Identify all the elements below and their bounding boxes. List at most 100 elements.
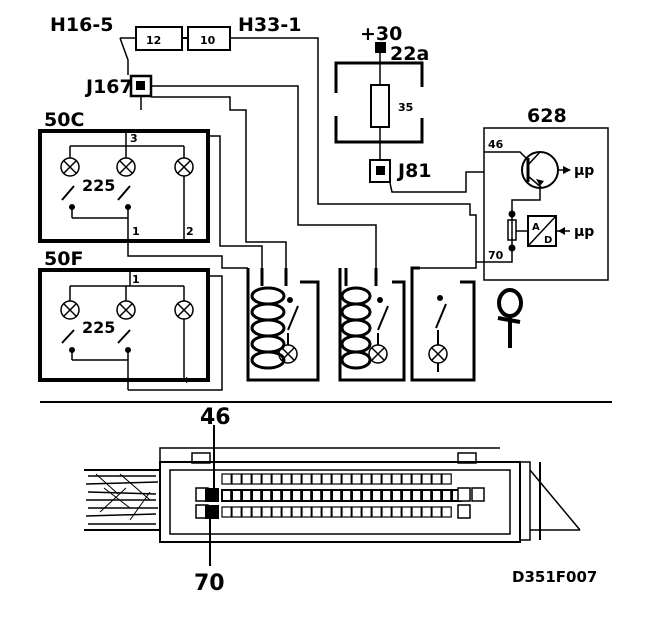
lamp-box-2 (368, 344, 388, 364)
connector-pin (441, 489, 453, 502)
connector-pin (381, 473, 392, 485)
connector-pin (441, 506, 452, 518)
connector-pin (391, 506, 402, 518)
coil-2 (340, 268, 378, 370)
label-pin-3: 3 (130, 132, 138, 145)
relay-box (334, 61, 425, 144)
connector-pin (261, 489, 273, 502)
connector-pin (251, 489, 263, 502)
lamp-50c-1 (60, 157, 80, 177)
connector-plug (84, 447, 581, 543)
pin-46-marker (205, 488, 219, 502)
connector-pin (341, 506, 352, 518)
label-pin-70: 70 (488, 249, 504, 262)
connector-pin (301, 473, 312, 485)
lamp-50f-1 (60, 300, 80, 320)
connector-pin (321, 473, 332, 485)
indicator-box-2 (338, 268, 406, 382)
lamp-50c-3 (174, 157, 194, 177)
label-ad-a: A (532, 222, 540, 233)
label-50c: 50C (44, 109, 84, 131)
indicator-box-1 (246, 268, 320, 382)
connector-pin (291, 489, 303, 502)
lamp-box-3 (428, 344, 448, 364)
connector-pin (231, 506, 242, 518)
label-plus30: +30 (360, 23, 402, 45)
connector-pin (431, 506, 442, 518)
connector-pin (221, 473, 232, 485)
connector-pin (351, 473, 362, 485)
connector-pin (241, 473, 252, 485)
label-pin-1-bottom: 1 (132, 273, 140, 286)
label-628: 628 (527, 105, 567, 127)
label-connector-70: 70 (194, 571, 225, 596)
connector-pin (431, 473, 442, 485)
connector-pin (271, 489, 283, 502)
label-j81: J81 (396, 160, 432, 182)
connector-pin (371, 506, 382, 518)
connector-pin (361, 489, 373, 502)
connector-guide-block (457, 504, 471, 519)
connector-pin (401, 473, 412, 485)
connector-pin (421, 473, 432, 485)
label-connector-46: 46 (200, 405, 231, 430)
connector-pin (261, 473, 272, 485)
connector-pin (321, 489, 333, 502)
connector-pin (271, 473, 282, 485)
connector-pin (351, 506, 362, 518)
label-pin-46: 46 (488, 138, 504, 151)
connector-pin (271, 506, 282, 518)
label-mu-p-1: µp (574, 163, 594, 179)
label-mu-p-2: µp (574, 224, 594, 240)
connector-pin (371, 473, 382, 485)
switch-50c-box (38, 129, 210, 243)
label-ref-code: D351F007 (512, 568, 597, 586)
indicator-box-3 (410, 266, 476, 382)
lamp-50c-2 (116, 157, 136, 177)
connector-pin (221, 489, 233, 502)
connector-pin (411, 473, 422, 485)
connector-pin (251, 506, 262, 518)
label-pin-1-top: 1 (132, 225, 140, 238)
connector-pin (401, 506, 412, 518)
connector-pin (341, 473, 352, 485)
connector-pin (241, 506, 252, 518)
label-pin-2: 2 (186, 225, 194, 238)
connector-pin (331, 489, 343, 502)
probe-symbol (497, 288, 523, 348)
connector-pin (321, 506, 332, 518)
connector-pin (301, 489, 313, 502)
connector-pin (311, 489, 323, 502)
connector-pin (381, 506, 392, 518)
j167-connector (129, 74, 153, 98)
connector-pin (411, 506, 422, 518)
label-h33-1: H33-1 (238, 14, 301, 36)
label-225-top: 225 (82, 176, 115, 195)
label-fuse-10: 10 (200, 34, 216, 47)
pin-22a-terminal (375, 42, 386, 53)
connector-pin (251, 473, 262, 485)
j81-connector (369, 159, 391, 183)
connector-pin (371, 489, 383, 502)
lamp-50f-2 (116, 300, 136, 320)
switch-50f-box (38, 268, 210, 382)
label-j167: J167 (84, 76, 133, 98)
coil-1 (250, 268, 288, 370)
connector-pin (401, 489, 413, 502)
connector-pin (431, 489, 443, 502)
connector-pin (291, 473, 302, 485)
connector-pin (241, 489, 253, 502)
connector-pin (281, 473, 292, 485)
connector-pin (361, 473, 372, 485)
connector-pin (381, 489, 393, 502)
label-22a: 22a (390, 43, 429, 65)
connector-pin (231, 489, 243, 502)
label-225-bottom: 225 (82, 318, 115, 337)
connector-pin (301, 506, 312, 518)
fuse-35 (370, 84, 390, 128)
connector-pin (331, 473, 342, 485)
connector-pin (391, 473, 402, 485)
pin-70-marker (205, 505, 219, 519)
